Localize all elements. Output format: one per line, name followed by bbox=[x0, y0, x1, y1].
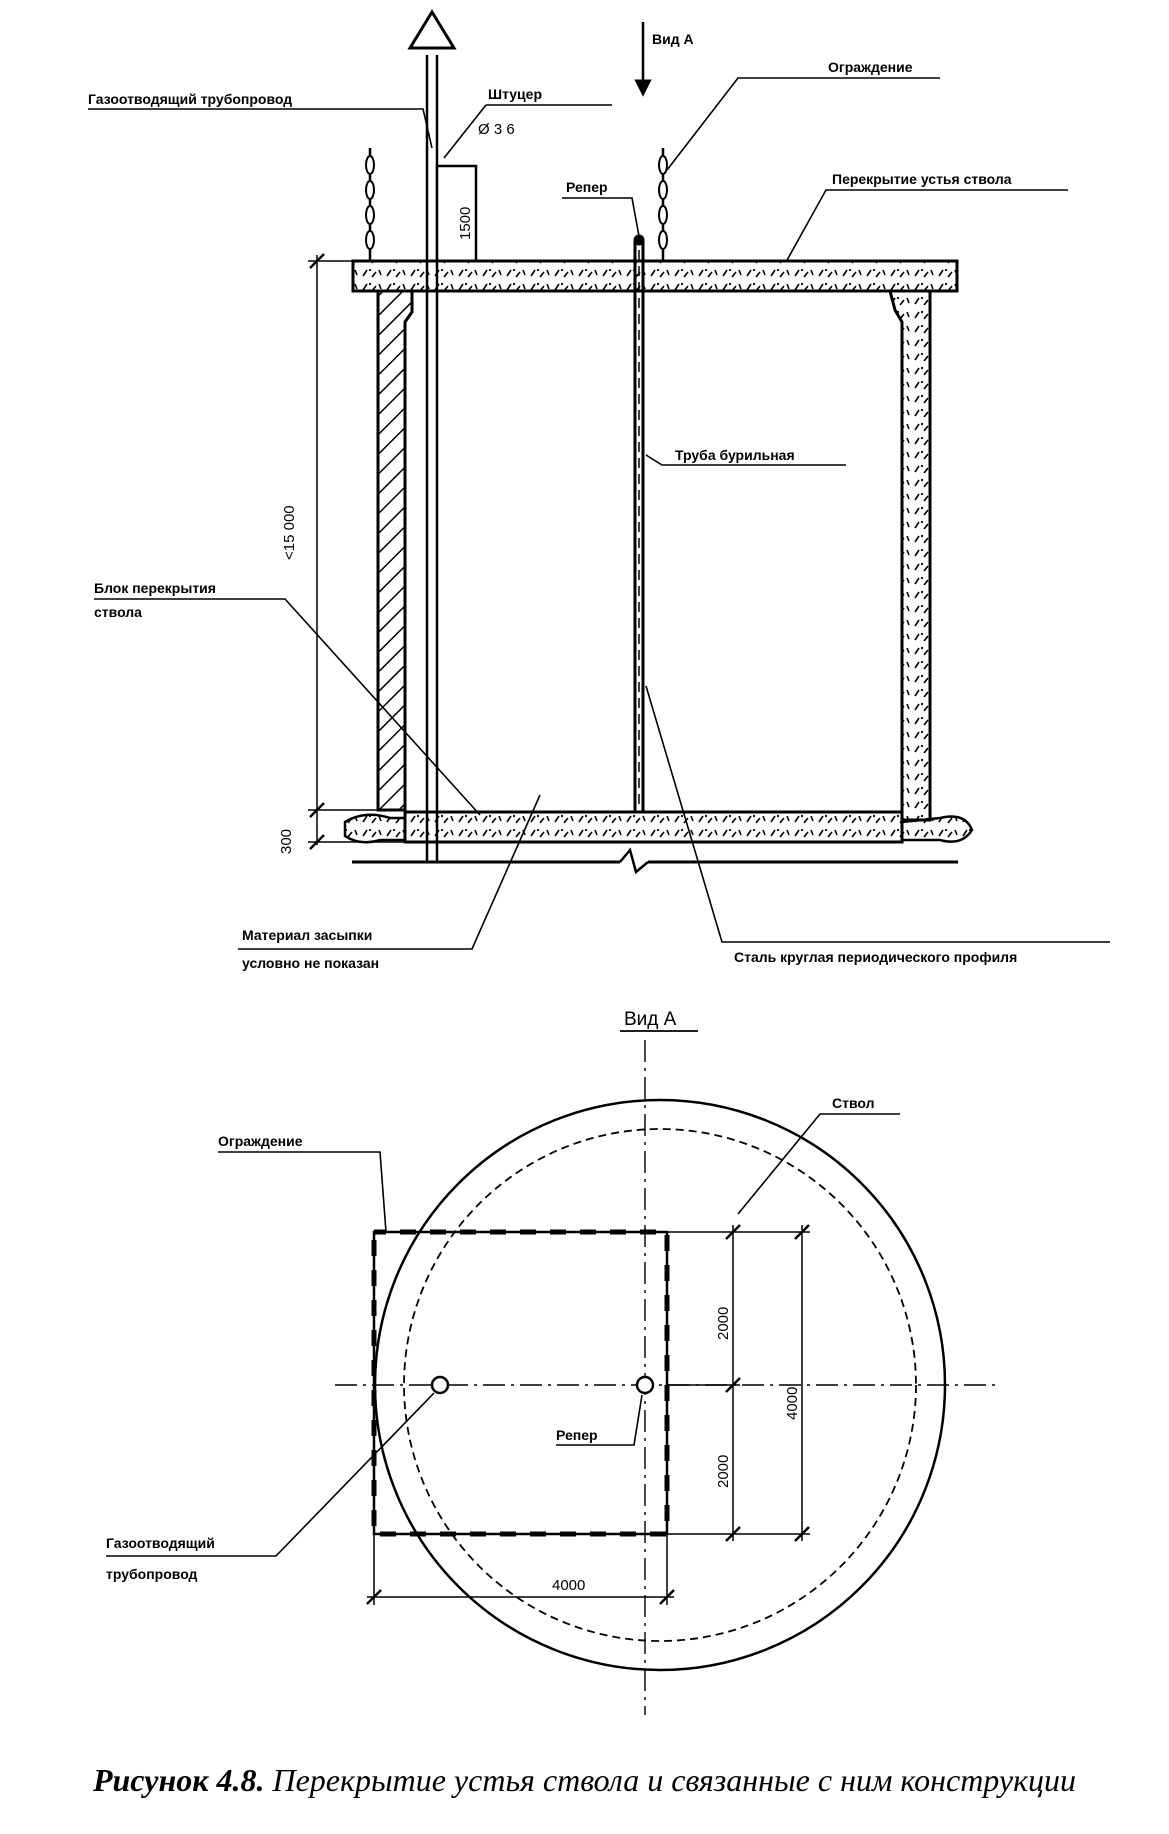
section-view: Вид А 1500 <15 000 300 bbox=[88, 9, 1110, 971]
bottom-block bbox=[343, 810, 974, 875]
gas-pipe bbox=[407, 9, 457, 862]
fence-label: Ограждение bbox=[828, 59, 913, 75]
plan-benchmark-label: Репер bbox=[556, 1427, 598, 1443]
fence-post-left bbox=[365, 148, 375, 261]
figure-caption: Рисунок 4.8. Перекрытие устья ствола и с… bbox=[0, 1762, 1169, 1799]
plan-gas-pipe-label-line2: трубопровод bbox=[106, 1566, 198, 1582]
left-wall bbox=[376, 289, 414, 812]
shaft-inner-circle bbox=[403, 1128, 917, 1642]
shaft-label: Ствол bbox=[832, 1095, 875, 1111]
fence-rectangle bbox=[371, 1229, 670, 1537]
plan-gas-pipe-label-line1: Газоотводящий bbox=[106, 1535, 215, 1551]
leader-lines bbox=[88, 77, 1110, 950]
dim-300: 300 bbox=[278, 829, 295, 854]
fence-post-right bbox=[658, 148, 668, 261]
view-marker-label: Вид А bbox=[652, 31, 694, 47]
rebar-steel-label: Сталь круглая периодического профиля bbox=[734, 949, 1017, 965]
gas-pipe-point bbox=[430, 1375, 450, 1395]
block-label-line2: ствола bbox=[94, 604, 142, 620]
collar-slab-label: Перекрытие устья ствола bbox=[832, 171, 1012, 187]
plan-leader-lines bbox=[106, 1113, 900, 1557]
dimension-lines bbox=[308, 166, 477, 850]
dim-2000-bottom: 2000 bbox=[715, 1455, 732, 1488]
dim-2000-top: 2000 bbox=[715, 1307, 732, 1340]
dim-1500: 1500 bbox=[457, 207, 474, 240]
dim-4000-horizontal: 4000 bbox=[552, 1577, 585, 1594]
plan-fence-label: Ограждение bbox=[218, 1133, 303, 1149]
caption-text: Перекрытие устья ствола и связанные с ни… bbox=[272, 1762, 1077, 1798]
plan-title: Вид А bbox=[624, 1009, 677, 1030]
benchmark-label: Репер bbox=[566, 179, 608, 195]
fitting-diameter-label: Ø 3 6 bbox=[478, 121, 515, 138]
plan-view: Вид А bbox=[106, 1009, 995, 1715]
gas-pipe-label: Газоотводящий трубопровод bbox=[88, 91, 292, 107]
block-label-line1: Блок перекрытия bbox=[94, 580, 216, 596]
drill-pipe-label: Труба бурильная bbox=[675, 447, 795, 463]
benchmark-point bbox=[635, 1375, 655, 1395]
drill-pipe bbox=[633, 234, 645, 812]
dim-15000: <15 000 bbox=[281, 505, 298, 560]
fitting-label: Штуцер bbox=[488, 86, 542, 102]
fill-label-line1: Материал засыпки bbox=[242, 927, 372, 943]
caption-number: Рисунок 4.8. bbox=[92, 1762, 265, 1798]
center-lines bbox=[335, 1040, 995, 1715]
right-wall bbox=[888, 289, 932, 822]
collar-slab bbox=[351, 259, 959, 293]
dim-4000-vertical: 4000 bbox=[784, 1387, 801, 1420]
fill-label-line2: условно не показан bbox=[242, 955, 379, 971]
plan-dimension-lines bbox=[366, 1224, 810, 1605]
